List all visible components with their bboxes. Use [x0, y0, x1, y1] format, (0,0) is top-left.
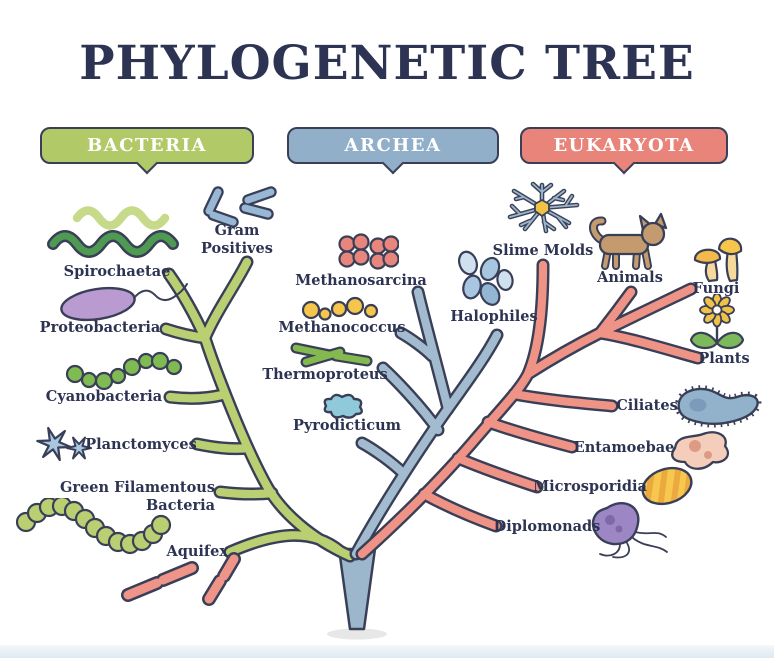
- label-microsporidia: Microsporidia: [533, 478, 647, 495]
- label-gram-positives: Gram Positives: [201, 222, 273, 257]
- label-green-filamentous-bacteria: Green Filamentous Bacteria: [60, 479, 215, 514]
- slime-molds-icon: [507, 181, 580, 234]
- gram-positives-icon: [203, 186, 277, 228]
- eukaryota-banner: EUKARYOTA: [520, 127, 728, 175]
- cyanobacteria-icon: [65, 351, 183, 391]
- tree-trunk: [337, 547, 377, 631]
- animals-icon: [589, 212, 668, 270]
- label-methanococcus: Methanococcus: [278, 319, 406, 336]
- aquifex-icon: [121, 552, 241, 606]
- label-planctomyces: Planctomyces: [85, 436, 197, 453]
- bacteria-banner: BACTERIA: [40, 127, 254, 175]
- thermoproteus-icon: [290, 342, 373, 368]
- label-thermoproteus: Thermoproteus: [262, 366, 388, 383]
- label-aquifex: Aquifex: [166, 543, 228, 560]
- label-slime-molds: Slime Molds: [492, 242, 594, 259]
- entamoebae-icon: [671, 431, 730, 470]
- bacteria-banner-label: BACTERIA: [87, 135, 207, 156]
- pyrodicticum-icon: [323, 393, 363, 419]
- label-animals: Animals: [597, 269, 663, 286]
- label-pyrodicticum: Pyrodicticum: [292, 417, 402, 434]
- diplomonads-icon: [591, 502, 668, 559]
- eukaryota-banner-label: EUKARYOTA: [553, 135, 695, 156]
- archea-banner: ARCHEA: [287, 127, 499, 175]
- fungi-icon: [693, 237, 743, 283]
- plants-icon: [689, 294, 745, 350]
- planctomyces-icon: [36, 426, 92, 462]
- archea-banner-label: ARCHEA: [344, 135, 442, 156]
- label-fungi: Fungi: [692, 280, 740, 297]
- label-methanosarcina: Methanosarcina: [295, 272, 427, 289]
- label-plants: Plants: [698, 350, 750, 367]
- label-diplomonads: Diplomonads: [493, 518, 601, 535]
- halophiles-icon: [457, 250, 514, 306]
- bottom-strip: [0, 645, 774, 658]
- label-ciliates: Ciliates: [616, 397, 678, 414]
- spirochaetae-icon: [47, 206, 179, 258]
- ciliates-icon: [675, 385, 762, 428]
- methanosarcina-icon: [338, 233, 399, 270]
- methanococcus-icon: [301, 296, 379, 321]
- page-title: PHYLOGENETIC TREE: [79, 36, 695, 91]
- microsporidia-icon: [641, 462, 693, 510]
- proteobacteria-icon: [60, 283, 188, 322]
- label-cyanobacteria: Cyanobacteria: [45, 388, 163, 405]
- green-filamentous-bacteria-icon: [16, 498, 172, 555]
- label-halophiles: Halophiles: [450, 308, 538, 325]
- trunk-shadow: [327, 628, 387, 640]
- label-proteobacteria: Proteobacteria: [39, 319, 161, 336]
- label-entamoebae: Entamoebae: [573, 439, 675, 456]
- label-spirochaetae: Spirochaetae: [63, 263, 171, 280]
